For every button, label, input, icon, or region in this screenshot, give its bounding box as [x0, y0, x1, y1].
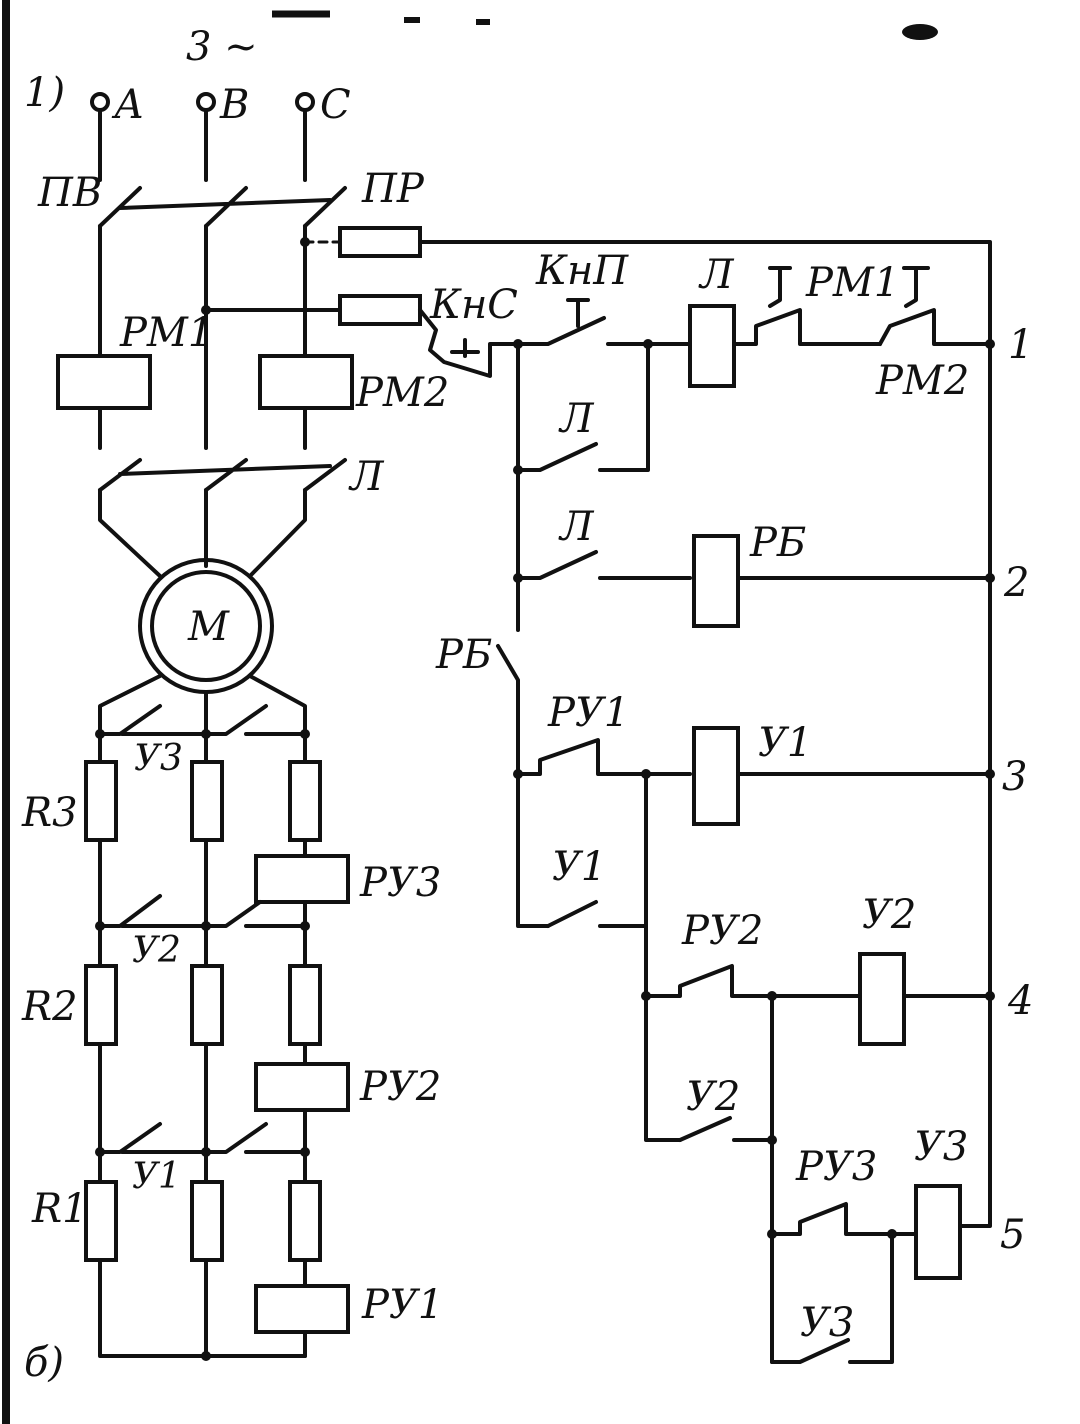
circuit-number-5: 5 — [1000, 1212, 1025, 1258]
ru3-contact-label: РУ3 — [795, 1144, 877, 1190]
r2-label: R2 — [21, 984, 78, 1030]
ru3-label: РУ3 — [359, 860, 441, 906]
resistor-r1-3 — [288, 1180, 322, 1262]
relay-ru1-box — [254, 1284, 350, 1334]
relay-ru2-box — [254, 1062, 350, 1112]
ru1-contact-label: РУ1 — [547, 690, 629, 736]
circuit-number-1: 1 — [1008, 322, 1033, 368]
power-circuit — [56, 92, 354, 1361]
u3-contact-label: У3 — [800, 1300, 854, 1346]
r3-label: R3 — [21, 790, 78, 836]
u3-power-label: У3 — [134, 738, 183, 779]
coil-rb — [692, 534, 740, 628]
contact-u1-power — [98, 1122, 307, 1154]
part-a-label: 1) — [24, 70, 65, 116]
phase-a-label: А — [111, 82, 144, 128]
contact-ru3 — [770, 1202, 918, 1236]
rb-coil-label: РБ — [749, 520, 806, 566]
knp-label: КнП — [535, 248, 629, 294]
supply-label: 3 ~ — [186, 24, 258, 70]
control-circuit — [201, 226, 995, 1364]
u1-coil-label: У1 — [758, 720, 812, 766]
part-b-label: б) — [24, 1340, 64, 1386]
contactor-l-main — [98, 458, 347, 492]
contact-u2 — [678, 994, 774, 1364]
contact-u3 — [770, 1232, 894, 1364]
circuit-number-4: 4 — [1007, 978, 1033, 1024]
u3-coil-label: У3 — [914, 1124, 968, 1170]
l-contactor-label: Л — [348, 454, 385, 500]
scan-marks — [272, 10, 938, 40]
terminal-c — [295, 92, 315, 112]
contact-u2-power — [98, 894, 307, 928]
u1-power-label: У1 — [132, 1156, 181, 1197]
motor-label: М — [187, 604, 230, 650]
contact-l-rb — [516, 550, 692, 580]
pv-label: ПВ — [37, 170, 102, 216]
relay-rm2-box — [258, 354, 354, 410]
terminal-a — [90, 92, 110, 112]
coil-u1 — [692, 726, 740, 826]
pr-label: ПР — [361, 166, 425, 212]
fuse-pr-upper — [338, 226, 422, 258]
circuit-number-2: 2 — [1003, 560, 1029, 606]
rm2-contact-label: РМ2 — [875, 358, 969, 404]
u1-contact-label: У1 — [552, 844, 606, 890]
contact-rb — [496, 644, 550, 928]
coil-u2 — [858, 952, 906, 1046]
labels: 1) б) 3 ~ А В С ПВ ПР РМ1 РМ2 Л М У3 R3 … — [21, 24, 1033, 1386]
resistor-r3-3 — [288, 760, 322, 842]
contact-ru1 — [516, 738, 692, 776]
l-seal-label: Л — [558, 396, 595, 442]
phase-b-label: В — [219, 82, 249, 128]
ru2-contact-label: РУ2 — [681, 908, 763, 954]
contact-u1 — [546, 772, 682, 1142]
circuit-number-3: 3 — [1002, 754, 1027, 800]
contact-l-seal — [516, 342, 650, 472]
resistor-r3-2 — [190, 760, 224, 842]
relay-rm1-box — [56, 354, 152, 410]
button-knp — [516, 298, 692, 346]
l-rb-label: Л — [558, 504, 595, 550]
contact-rm1 — [732, 266, 882, 346]
resistor-r3-1 — [84, 760, 118, 842]
rb-contact-label: РБ — [435, 632, 492, 678]
coil-l — [688, 304, 736, 388]
ru1-label: РУ1 — [361, 1282, 443, 1328]
rm1-label: РМ1 — [119, 310, 213, 356]
button-kns — [418, 308, 520, 378]
u2-power-label: У2 — [132, 930, 181, 971]
phase-c-label: С — [320, 82, 351, 128]
resistor-r1-1 — [84, 1180, 118, 1262]
resistor-r2-1 — [84, 964, 118, 1046]
resistor-r2-2 — [190, 964, 224, 1046]
contact-ru2 — [644, 964, 862, 998]
relay-ru3-box — [254, 854, 350, 904]
switch-pv — [98, 186, 347, 228]
terminal-b — [196, 92, 216, 112]
fuse-pr-lower — [338, 294, 422, 326]
coil-u3 — [914, 1184, 962, 1280]
contact-rm2 — [878, 266, 992, 346]
rm2-label: РМ2 — [355, 370, 449, 416]
rm1-contact-label: РМ1 — [805, 260, 899, 306]
resistor-r1-2 — [190, 1180, 224, 1262]
u2-coil-label: У2 — [862, 892, 916, 938]
ru2-label: РУ2 — [359, 1064, 441, 1110]
u2-contact-label: У2 — [686, 1074, 740, 1120]
kns-label: КнС — [429, 282, 518, 328]
r1-label: R1 — [31, 1186, 88, 1232]
contact-u3-power — [98, 704, 307, 736]
l-coil-label: Л — [698, 252, 735, 298]
resistor-r2-3 — [288, 964, 322, 1046]
